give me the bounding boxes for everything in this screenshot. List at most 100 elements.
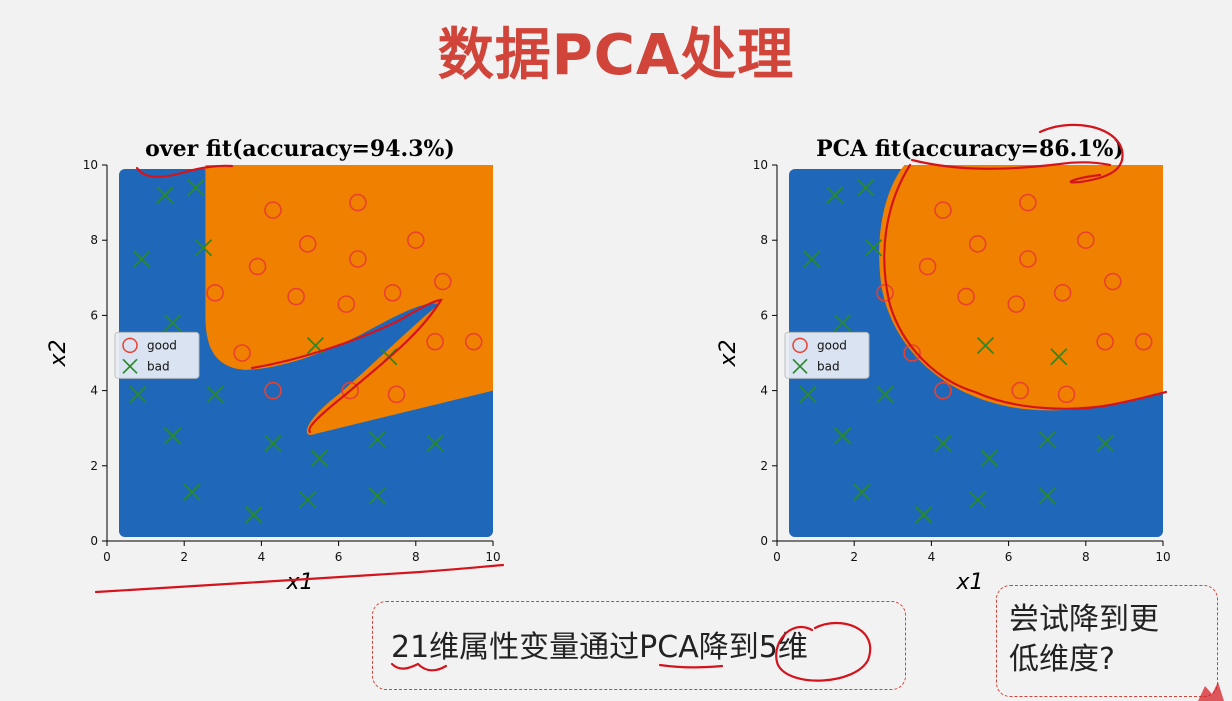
y-tick-label: 2: [90, 459, 98, 473]
point-bad-stroke: [310, 449, 328, 467]
y-tick-label: 6: [90, 308, 98, 322]
point-bad-stroke: [187, 178, 205, 197]
point-bad: [864, 239, 883, 257]
point-bad-stroke: [299, 491, 317, 509]
chart-title: PCA fit(accuracy=86.1%): [816, 136, 1124, 162]
point-bad-stroke: [245, 506, 263, 524]
point-bad: [833, 427, 852, 445]
point-bad: [799, 385, 817, 403]
note-pca-reduction-text: 21维属性变量通过PCA降到5维: [391, 630, 808, 665]
point-bad: [183, 483, 201, 501]
point-bad: [163, 314, 182, 332]
point-bad-stroke: [980, 449, 998, 467]
note-try-lower-dim: 尝试降到更 低维度?: [996, 585, 1218, 697]
point-bad: [194, 239, 213, 257]
point-bad: [1096, 434, 1114, 452]
legend-good-label: good: [817, 338, 847, 352]
legend-good-label: good: [147, 338, 177, 352]
point-bad: [853, 483, 871, 501]
y-tick-label: 4: [760, 384, 768, 398]
point-bad: [1038, 487, 1056, 505]
point-bad: [156, 186, 174, 204]
point-bad-stroke: [129, 385, 147, 403]
point-bad: [299, 491, 317, 509]
point-bad: [310, 449, 328, 467]
x-tick-label: 4: [928, 550, 936, 564]
point-bad-stroke: [934, 434, 952, 452]
point-good: [206, 284, 224, 302]
point-bad-stroke: [1096, 434, 1114, 452]
x-tick-label: 10: [485, 550, 500, 564]
point-bad: [129, 385, 147, 403]
point-good: [233, 344, 251, 362]
chart-title: over fit(accuracy=94.3%): [145, 136, 455, 162]
y-tick-label: 2: [760, 459, 768, 473]
point-bad-stroke: [163, 314, 182, 332]
legend-box: [784, 331, 870, 379]
slide-title: 数据PCA处理: [437, 23, 795, 88]
point-bad: [426, 434, 444, 452]
point-bad-stroke: [799, 385, 817, 403]
point-good: [349, 193, 367, 212]
point-bad: [206, 385, 224, 403]
x-axis-label: x1: [955, 570, 983, 595]
point-bad-stroke: [833, 314, 852, 332]
x-tick-label: 0: [773, 550, 781, 564]
point-good: [464, 332, 483, 351]
point-good: [349, 250, 367, 268]
legend-bad-marker: [792, 358, 808, 374]
point-bad: [368, 487, 386, 505]
point-bad: [934, 434, 952, 452]
y-tick-label: 10: [753, 158, 768, 172]
point-bad-stroke: [426, 434, 444, 452]
point-bad-stroke: [826, 186, 844, 204]
point-good: [298, 235, 317, 253]
legend-bad-label: bad: [817, 359, 840, 373]
legend-good-marker: [122, 337, 138, 354]
point-bad-stroke: [915, 506, 933, 524]
point-bad: [133, 250, 151, 268]
point-bad: [803, 250, 821, 268]
point-good: [264, 201, 282, 219]
legend-bad-stroke: [122, 358, 138, 374]
point-bad-stroke: [969, 491, 987, 509]
point-bad-stroke: [833, 427, 852, 445]
x-tick-label: 6: [335, 550, 343, 564]
y-axis-label: x2: [716, 339, 741, 367]
x-tick-label: 0: [103, 550, 111, 564]
x-tick-label: 2: [850, 550, 858, 564]
point-bad-stroke: [194, 239, 213, 257]
point-bad: [368, 430, 386, 449]
y-tick-label: 8: [760, 233, 768, 247]
point-good: [248, 257, 267, 276]
y-tick-label: 0: [760, 534, 768, 548]
point-bad-stroke: [206, 385, 224, 403]
point-good: [434, 272, 452, 291]
note-try-lower-dim-line1: 尝试降到更: [1009, 602, 1159, 637]
point-bad: [915, 506, 933, 524]
point-bad: [969, 491, 987, 509]
point-bad-stroke: [803, 250, 821, 268]
point-bad-stroke: [853, 483, 871, 501]
note-try-lower-dim-line2: 低维度?: [1009, 642, 1115, 677]
point-bad-stroke: [1038, 487, 1056, 505]
point-bad-stroke: [864, 239, 883, 257]
y-tick-label: 0: [90, 534, 98, 548]
legend-bad-marker: [122, 358, 138, 374]
point-bad-stroke: [368, 430, 386, 449]
point-bad: [857, 178, 875, 197]
y-tick-label: 8: [90, 233, 98, 247]
x-tick-label: 2: [180, 550, 188, 564]
point-bad-stroke: [163, 427, 182, 445]
point-bad: [826, 186, 844, 204]
point-bad-stroke: [368, 487, 386, 505]
x-tick-label: 4: [258, 550, 266, 564]
point-bad: [163, 427, 182, 445]
legend-good-marker: [792, 337, 808, 354]
point-bad: [833, 314, 852, 332]
x-tick-label: 10: [1155, 550, 1170, 564]
x-tick-label: 8: [1082, 550, 1090, 564]
x-tick-label: 6: [1005, 550, 1013, 564]
legend-bad-stroke: [792, 358, 808, 374]
point-bad-stroke: [183, 483, 201, 501]
